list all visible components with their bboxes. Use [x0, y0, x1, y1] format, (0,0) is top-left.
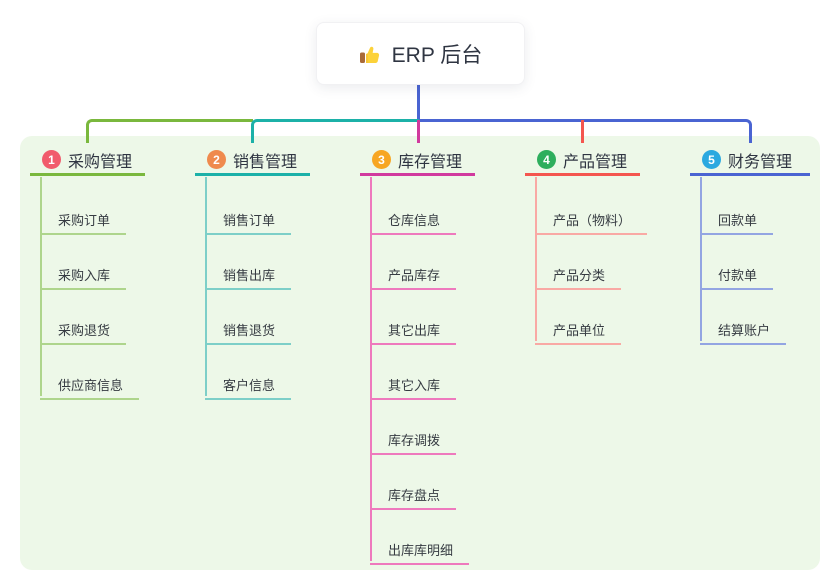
connector-branch-4 [581, 120, 584, 143]
connector-root-drop [417, 83, 420, 120]
thumbs-up-icon [359, 46, 379, 63]
mindmap-node[interactable]: 库存调拨 [370, 422, 457, 455]
branch-node-5[interactable]: 5 财务管理 [690, 146, 810, 176]
mindmap-node[interactable]: 仓库信息 [370, 202, 457, 235]
branch-node-2[interactable]: 2 销售管理 [195, 146, 310, 176]
branch-node-4[interactable]: 4 产品管理 [525, 146, 640, 176]
branch-1-label: 采购管理 [68, 153, 133, 171]
branch-3-label: 库存管理 [398, 153, 463, 171]
connector-branch-1 [86, 119, 253, 143]
mindmap-node[interactable]: 客户信息 [205, 367, 292, 400]
branch-4-child-rail [535, 177, 537, 341]
mindmap-node[interactable]: 结算账户 [700, 312, 787, 345]
branch-2-child-rail [205, 177, 207, 396]
mindmap-node[interactable]: 其它出库 [370, 312, 457, 345]
mindmap-node[interactable]: 采购退货 [40, 312, 127, 345]
mindmap-node[interactable]: 销售退货 [205, 312, 292, 345]
branch-5-child-rail [700, 177, 702, 341]
mindmap-node[interactable]: 出库库明细 [370, 532, 470, 565]
mindmap-node[interactable]: 销售订单 [205, 202, 292, 235]
branch-2-label: 销售管理 [233, 153, 298, 171]
branch-2-number-badge: 2 [207, 150, 226, 169]
mindmap-node[interactable]: 采购入库 [40, 257, 127, 290]
mindmap-node[interactable]: 其它入库 [370, 367, 457, 400]
root-title: ERP 后台 [391, 43, 483, 67]
branch-4-number-badge: 4 [537, 150, 556, 169]
branch-3-child-rail [370, 177, 372, 561]
mindmap-node[interactable]: 产品分类 [535, 257, 622, 290]
mindmap-node[interactable]: 产品库存 [370, 257, 457, 290]
mindmap-node[interactable]: 供应商信息 [40, 367, 140, 400]
branch-5-label: 财务管理 [728, 153, 793, 171]
connector-branch-3 [417, 120, 420, 143]
branch-node-1[interactable]: 1 采购管理 [30, 146, 145, 176]
branch-3-number-badge: 3 [372, 150, 391, 169]
connector-branch-2 [251, 119, 419, 143]
mindmap-node[interactable]: 采购订单 [40, 202, 127, 235]
mindmap-node[interactable]: 产品（物料） [535, 202, 648, 235]
mindmap-node[interactable]: 产品单位 [535, 312, 622, 345]
mindmap-node[interactable]: 销售出库 [205, 257, 292, 290]
branch-node-3[interactable]: 3 库存管理 [360, 146, 475, 176]
branch-4-label: 产品管理 [563, 153, 628, 171]
branch-5-number-badge: 5 [702, 150, 721, 169]
connector-branch-5 [419, 119, 752, 143]
mindmap-panel [20, 136, 820, 570]
branch-1-child-rail [40, 177, 42, 396]
root-node[interactable]: ERP 后台 [316, 22, 525, 85]
mindmap-node[interactable]: 付款单 [700, 257, 774, 290]
mindmap-node[interactable]: 库存盘点 [370, 477, 457, 510]
branch-1-number-badge: 1 [42, 150, 61, 169]
mindmap-node[interactable]: 回款单 [700, 202, 774, 235]
